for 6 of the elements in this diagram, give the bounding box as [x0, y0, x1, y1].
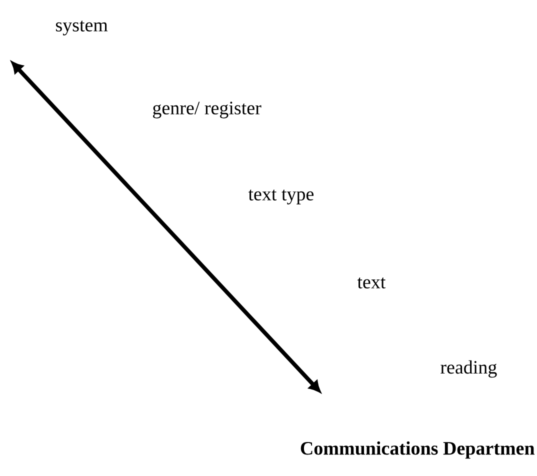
footer-text: Communications Departmen: [300, 441, 534, 459]
level-label: text type: [248, 190, 314, 204]
level-label: genre/ register: [153, 102, 262, 118]
level-label: text: [357, 278, 386, 288]
level-label: system: [56, 20, 108, 36]
level-label: reading: [440, 360, 497, 378]
